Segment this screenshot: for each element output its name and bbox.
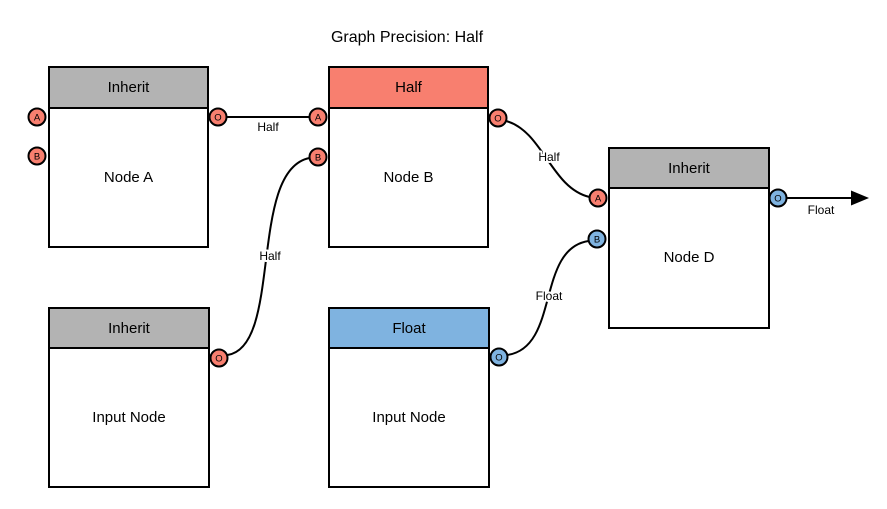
input-node-right-port-o: O [489, 347, 509, 367]
node-d-port-o: O [768, 188, 788, 208]
node-d-port-b-circle [587, 229, 607, 249]
node-a-port-a-label: A [34, 113, 41, 124]
edge-node-a-to-node-b-label: Half [257, 120, 279, 134]
node-d-port-b: B [587, 229, 607, 249]
node-d-port-o-label: O [774, 194, 781, 205]
node-b-port-b: B [308, 147, 328, 167]
edge-input-left-to-node-b-label: Half [259, 249, 281, 263]
node-b-port-b-label: B [315, 153, 321, 164]
input-node-left: Inherit Input Node O [48, 307, 229, 488]
node-a-port-b-circle [27, 146, 47, 166]
node-b: Half Node B A B O [308, 66, 508, 248]
node-d-port-o-circle [768, 188, 788, 208]
node-d-header [608, 147, 770, 189]
node-d-port-a-label: A [595, 194, 602, 205]
node-a-port-b: B [27, 146, 47, 166]
input-node-left-port-o: O [209, 348, 229, 368]
node-a-port-o-circle [208, 107, 228, 127]
input-node-right: Float Input Node O [328, 307, 509, 488]
node-b-port-a-label: A [315, 113, 322, 124]
input-node-left-header-label: Inherit [108, 320, 151, 337]
node-b-header [328, 66, 489, 109]
input-node-right-port-o-circle [489, 347, 509, 367]
node-b-label: Node B [383, 169, 433, 186]
edge-node-b-to-node-d-label: Half [538, 150, 560, 164]
node-a-port-o-label: O [214, 113, 221, 124]
node-d-label: Node D [664, 249, 715, 266]
edge-input-left-to-node-b [227, 157, 310, 356]
input-node-right-port-o-label: O [495, 353, 502, 364]
edge-node-b-to-node-d [505, 120, 590, 198]
node-d: Inherit Node D A B O [587, 147, 788, 329]
node-a-port-b-label: B [34, 152, 40, 163]
node-b-port-a-circle [308, 107, 328, 127]
node-a-header-label: Inherit [108, 79, 151, 96]
input-node-left-port-o-circle [209, 348, 229, 368]
edge-node-d-output-label: Float [808, 203, 835, 217]
node-a: Inherit Node A A B O [27, 66, 228, 248]
input-node-right-label: Input Node [372, 409, 445, 426]
edges: Half Half Half Float Float [226, 116, 869, 356]
node-a-header [48, 66, 209, 109]
node-d-header-label: Inherit [668, 160, 711, 177]
input-node-right-header [328, 307, 490, 349]
input-node-left-port-o-label: O [215, 354, 222, 365]
node-b-port-o-circle [488, 108, 508, 128]
edge-input-right-to-node-d [507, 240, 589, 356]
node-a-port-a-circle [27, 107, 47, 127]
output-arrow-head-icon [851, 190, 869, 206]
input-node-right-header-label: Float [392, 320, 426, 337]
input-node-left-label: Input Node [92, 409, 165, 426]
node-a-port-o: O [208, 107, 228, 127]
node-a-port-a: A [27, 107, 47, 127]
node-b-port-a: A [308, 107, 328, 127]
node-d-port-b-label: B [594, 235, 600, 246]
node-d-port-a-circle [588, 188, 608, 208]
input-node-left-header [48, 307, 210, 349]
node-b-port-o-label: O [494, 114, 501, 125]
node-b-header-label: Half [395, 79, 423, 96]
diagram-title: Graph Precision: Half [331, 29, 484, 46]
node-d-port-a: A [588, 188, 608, 208]
node-b-port-b-circle [308, 147, 328, 167]
node-a-label: Node A [104, 169, 153, 186]
edge-input-right-to-node-d-label: Float [536, 289, 563, 303]
node-b-port-o: O [488, 108, 508, 128]
